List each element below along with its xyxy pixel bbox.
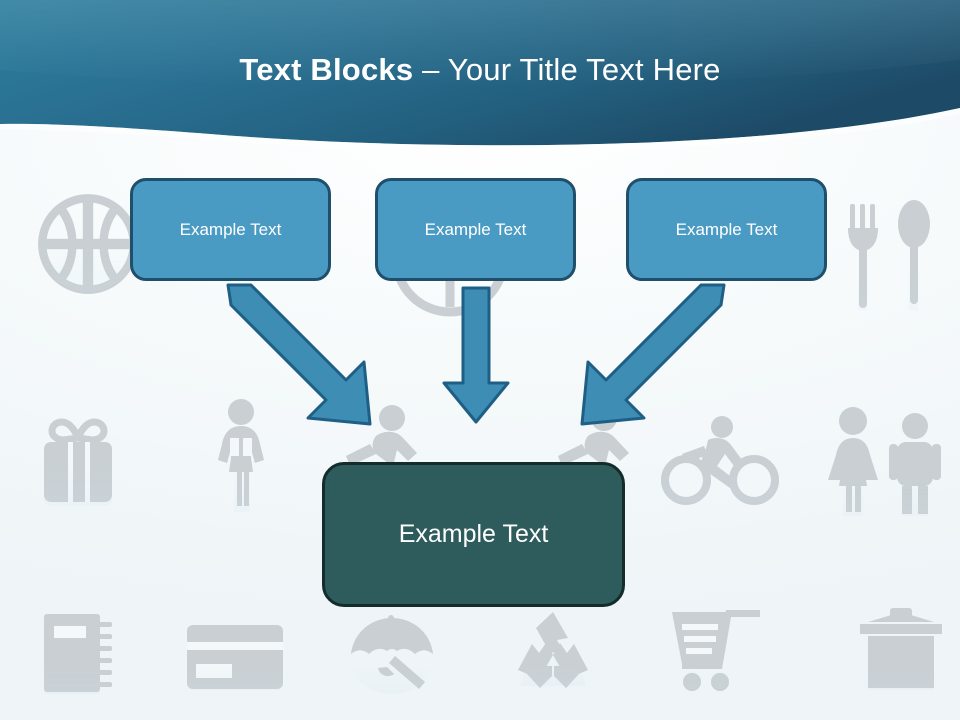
result-text-block-label: Example Text	[398, 520, 549, 548]
page-title: Text Blocks – Your Title Text Here	[0, 50, 960, 90]
text-block-3[interactable]: Example Text	[626, 178, 827, 281]
text-block-1[interactable]: Example Text	[130, 178, 331, 281]
text-block-2-label: Example Text	[424, 219, 527, 239]
title-strong: Text Blocks	[239, 52, 414, 87]
result-text-block[interactable]: Example Text	[322, 462, 625, 607]
text-block-2[interactable]: Example Text	[375, 178, 576, 281]
header-band	[0, 0, 960, 160]
text-block-1-label: Example Text	[179, 219, 282, 239]
title-light: Your Title Text Here	[447, 52, 721, 87]
title-separator: –	[413, 52, 448, 87]
text-block-3-label: Example Text	[675, 219, 778, 239]
